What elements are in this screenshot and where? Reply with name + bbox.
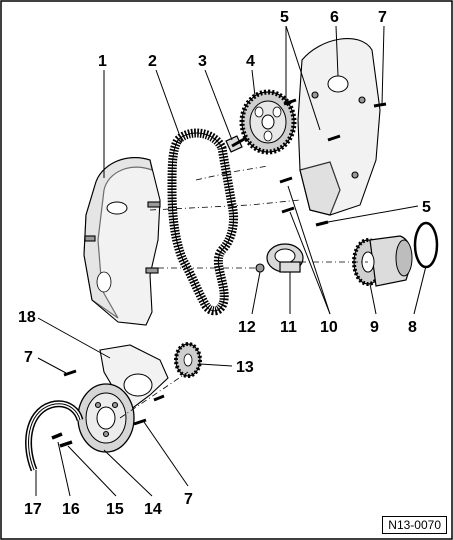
callout-3: 3 [198, 53, 207, 70]
callout-12: 12 [238, 319, 256, 336]
callout-7-left: 7 [24, 349, 33, 366]
callout-labels: 1 2 3 4 5 6 7 5 8 9 10 11 12 13 18 7 7 1… [18, 9, 431, 518]
tensioner-nut [255, 263, 265, 273]
callout-10: 10 [320, 319, 338, 336]
coolant-pump [352, 235, 413, 287]
camshaft-sprocket [239, 89, 297, 155]
callout-9: 9 [370, 319, 379, 336]
rear-timing-belt-cover [297, 37, 381, 216]
damper-bolts [51, 369, 165, 448]
o-ring-seal [413, 221, 439, 269]
callout-5-upper: 5 [280, 9, 289, 26]
callout-8: 8 [408, 319, 417, 336]
callout-2: 2 [148, 53, 157, 70]
callout-7-lower: 7 [184, 491, 193, 508]
callout-7-upper: 7 [378, 9, 387, 26]
callout-5-right: 5 [422, 199, 431, 216]
callout-1: 1 [98, 53, 107, 70]
callout-11: 11 [280, 319, 297, 336]
v-ribbed-belt [25, 400, 84, 472]
toothed-timing-belt [167, 128, 239, 316]
callout-6: 6 [330, 9, 339, 26]
upper-bolts [279, 98, 387, 227]
assembly-axis-lines [119, 165, 368, 419]
leader-lines [35, 25, 427, 497]
callout-16: 16 [62, 501, 80, 518]
figure-reference-code: N13-0070 [382, 516, 447, 534]
camshaft-sprocket-bolt [225, 135, 247, 153]
belt-tensioner [266, 243, 304, 273]
upper-timing-belt-cover [83, 157, 161, 326]
vibration-damper-pulley [77, 383, 135, 453]
callout-4: 4 [246, 53, 255, 70]
crankshaft-sprocket [174, 342, 202, 378]
callout-15: 15 [106, 501, 124, 518]
callout-13: 13 [236, 359, 254, 376]
callout-18: 18 [18, 309, 36, 326]
callout-17: 17 [24, 501, 42, 518]
callout-14: 14 [144, 501, 162, 518]
